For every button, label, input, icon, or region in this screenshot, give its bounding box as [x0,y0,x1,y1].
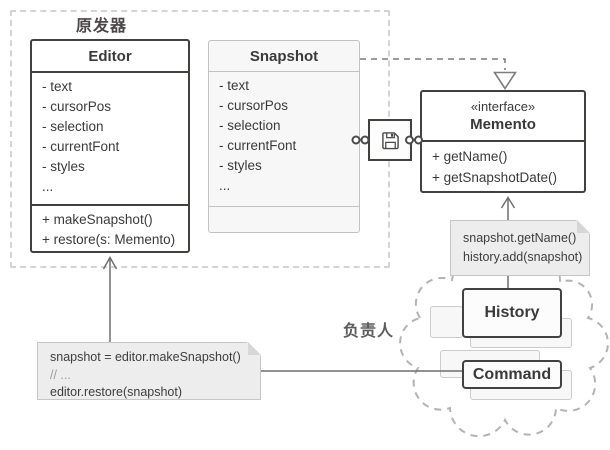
divider [32,71,188,73]
class-title: Command [472,365,552,383]
class-attribute: - currentFont [219,138,297,153]
class-command: Command [462,360,562,389]
note-line: snapshot = editor.makeSnapshot() [50,350,241,364]
divider [422,140,584,142]
class-attribute: ... [219,178,231,193]
class-method: + makeSnapshot() [42,212,153,227]
class-memento: «interface» Memento + getName() + getSna… [420,90,586,193]
class-attribute: - text [219,78,250,93]
note-memento-usage: snapshot.getName() history.add(snapshot) [450,220,590,276]
class-attribute: - selection [42,119,104,134]
class-method: + getName() [432,149,508,164]
note-line: // ... [50,367,71,382]
ghost-box [430,306,463,338]
divider [209,206,359,207]
class-attribute: - styles [42,159,85,174]
class-attribute: - text [42,79,73,94]
class-attribute: - selection [219,118,281,133]
originator-label: 原发器 [76,18,128,35]
class-title: History [484,304,540,321]
class-attribute: ... [42,179,54,194]
note-line: history.add(snapshot) [463,249,583,264]
empty-methods-section [209,207,359,232]
note-line: editor.restore(snapshot) [50,385,183,399]
class-attribute: - styles [219,158,262,173]
caretaker-label: 负责人 [343,323,395,340]
stereotype-label: «interface» [470,98,536,114]
note-editor-usage: snapshot = editor.makeSnapshot() // ... … [37,342,261,400]
class-title: Snapshot [249,47,319,65]
class-title: Editor [88,47,132,65]
floppy-disk-icon [368,119,412,161]
class-title: Memento [470,115,536,133]
class-attribute: - cursorPos [42,99,112,114]
divider [32,204,188,206]
class-attribute: - cursorPos [219,98,289,113]
class-method: + getSnapshotDate() [432,170,557,185]
class-snapshot: Snapshot - text - cursorPos - selection … [208,40,360,233]
class-history: History [462,288,562,338]
class-method: + restore(s: Memento) [42,232,176,247]
class-attribute: - currentFont [42,139,120,154]
note-line: snapshot.getName() [463,231,577,245]
class-editor: Editor - text - cursorPos - selection - … [30,39,190,253]
divider [209,71,359,72]
